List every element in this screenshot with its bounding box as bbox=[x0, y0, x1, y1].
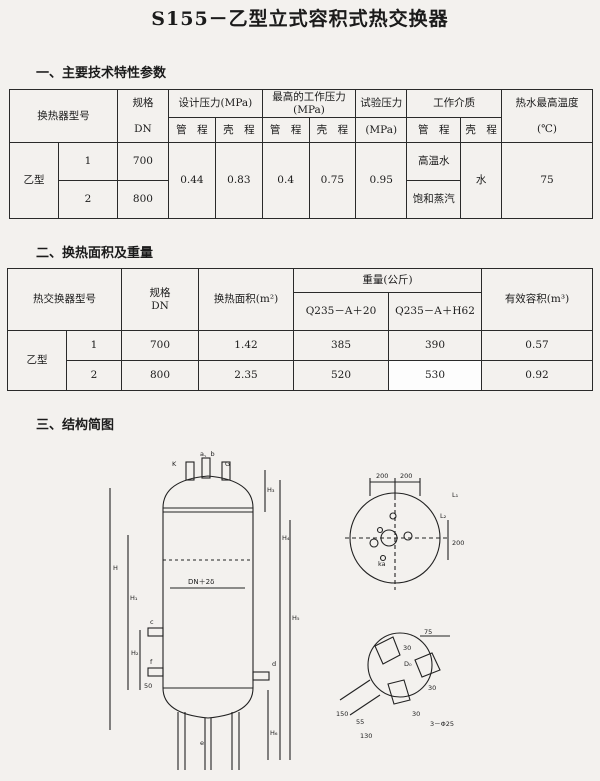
medium-tube-row2: 饱和蒸汽 bbox=[406, 180, 462, 219]
area-cell: 1.42 bbox=[198, 330, 294, 361]
max-temp-header: 热水最高温度(℃) bbox=[501, 88, 593, 144]
dim-150: 150 bbox=[336, 710, 348, 718]
dim-30-bottom: 30 bbox=[412, 710, 420, 718]
section-heading-structure: 三、结构简图 bbox=[36, 418, 115, 433]
dn-cell: 700 bbox=[116, 142, 169, 182]
dim-200-right: 200 bbox=[400, 472, 412, 480]
label-50: 50 bbox=[144, 682, 152, 690]
weight-q235-20-header: Q235－A＋20 bbox=[293, 292, 389, 331]
max-tube-value: 0.4 bbox=[261, 142, 310, 219]
dn-label: DN＋2δ bbox=[188, 578, 214, 586]
dim-55: 55 bbox=[356, 718, 364, 726]
label-h4: H₄ bbox=[282, 534, 290, 542]
weight-cell: 385 bbox=[293, 330, 389, 361]
label-d: d bbox=[272, 660, 276, 668]
max-shell-value: 0.75 bbox=[308, 142, 357, 219]
label-h3: H₃ bbox=[267, 486, 275, 494]
label-l2: L₂ bbox=[440, 512, 447, 520]
volume-cell: 0.92 bbox=[481, 360, 593, 391]
label-h1: H₁ bbox=[130, 594, 138, 602]
test-pressure-value: 0.95 bbox=[355, 142, 408, 219]
leg-detail-view bbox=[339, 632, 450, 716]
model-header: 热交换器型号 bbox=[7, 268, 122, 331]
dim-75: 75 bbox=[424, 628, 432, 636]
area-cell: 2.35 bbox=[198, 360, 294, 391]
label-h: H bbox=[113, 564, 118, 572]
holes-label: 3－Φ25 bbox=[430, 720, 454, 728]
label-ab: a、b bbox=[200, 450, 215, 458]
front-elevation bbox=[109, 457, 291, 770]
label-ka: ka bbox=[378, 560, 386, 568]
medium-shell-value: 水 bbox=[460, 142, 502, 219]
medium-tube-row1: 高温水 bbox=[406, 142, 462, 182]
label-l1: L₁ bbox=[452, 491, 459, 499]
dn-cell: 800 bbox=[116, 180, 169, 219]
type-cell: 乙型 bbox=[9, 142, 59, 219]
section-heading-weights: 二、换热面积及重量 bbox=[36, 246, 154, 261]
dn-cell: 800 bbox=[121, 360, 199, 391]
design-tube-header: 管 程 bbox=[167, 117, 216, 144]
label-h5: H₅ bbox=[292, 614, 300, 622]
dim-30-right: 30 bbox=[428, 684, 436, 692]
test-pressure-header: 试验压力 bbox=[355, 88, 408, 119]
dim-30-top: 30 bbox=[403, 644, 411, 652]
label-h6: H₆ bbox=[270, 729, 278, 737]
max-pressure-header: 最高的工作压力(MPa) bbox=[261, 88, 357, 119]
row-number: 2 bbox=[66, 360, 122, 391]
medium-tube-header: 管 程 bbox=[406, 117, 462, 144]
row-number: 2 bbox=[58, 180, 118, 219]
weight-header: 重量(公斤) bbox=[293, 268, 482, 293]
top-view bbox=[345, 478, 450, 590]
weight-cell: 530 bbox=[388, 360, 482, 391]
type-cell: 乙型 bbox=[7, 330, 67, 391]
max-temp-value: 75 bbox=[501, 142, 593, 219]
section-heading-specs: 一、主要技术特性参数 bbox=[36, 66, 167, 81]
dim-130: 130 bbox=[360, 732, 372, 740]
label-k: K bbox=[172, 460, 177, 468]
label-c: c bbox=[150, 618, 154, 626]
max-shell-header: 壳 程 bbox=[308, 117, 357, 144]
label-f: f bbox=[150, 658, 153, 666]
volume-header: 有效容积(m³) bbox=[481, 268, 593, 331]
label-e: e bbox=[200, 739, 204, 747]
model-header: 换热器型号 bbox=[9, 88, 118, 144]
label-g: G bbox=[225, 460, 230, 468]
medium-shell-header: 壳 程 bbox=[460, 117, 502, 144]
dim-200-left: 200 bbox=[376, 472, 388, 480]
weight-q235-h62-header: Q235－A＋H62 bbox=[388, 292, 482, 331]
dn-cell: 700 bbox=[121, 330, 199, 361]
label-d0: D₀ bbox=[404, 660, 412, 668]
page-title: S155－乙型立式容积式热交换器 bbox=[151, 8, 449, 30]
dim-200-side: 200 bbox=[452, 539, 464, 547]
area-header: 换热面积(m²) bbox=[198, 268, 294, 331]
weight-cell: 520 bbox=[293, 360, 389, 391]
test-pressure-unit: (MPa) bbox=[355, 117, 408, 144]
label-h2: H₂ bbox=[131, 649, 139, 657]
medium-header: 工作介质 bbox=[406, 88, 502, 119]
design-shell-header: 壳 程 bbox=[214, 117, 263, 144]
design-shell-value: 0.83 bbox=[214, 142, 263, 219]
max-tube-header: 管 程 bbox=[261, 117, 310, 144]
